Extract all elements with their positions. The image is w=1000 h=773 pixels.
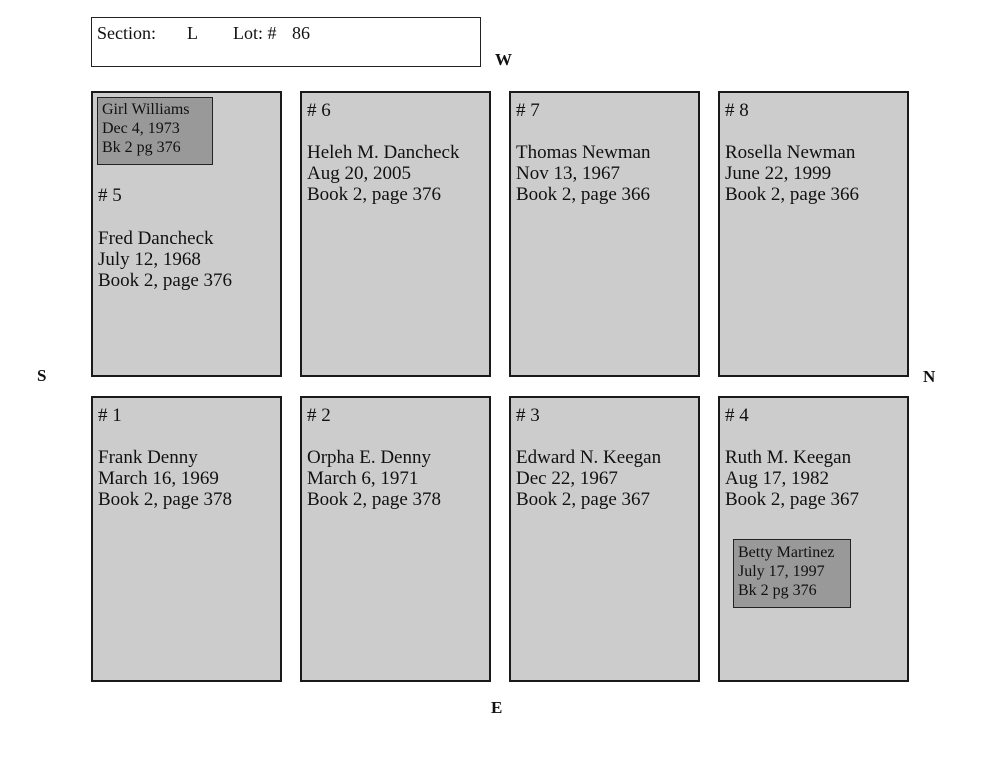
plot-number: # 2 — [307, 405, 331, 426]
plot-book: Book 2, page 366 — [725, 184, 860, 205]
plot-6: # 6 Heleh M. Dancheck Aug 20, 2005 Book … — [300, 91, 491, 377]
inset-date: July 17, 1997 — [738, 563, 825, 580]
plot-number: # 4 — [725, 405, 749, 426]
plot-book: Book 2, page 367 — [516, 489, 651, 510]
lot-value: 86 — [292, 23, 310, 43]
plot-date: Aug 20, 2005 — [307, 163, 411, 184]
plot-number: # 1 — [98, 405, 122, 426]
plot-book: Book 2, page 376 — [307, 184, 442, 205]
plot-8: # 8 Rosella Newman June 22, 1999 Book 2,… — [718, 91, 909, 377]
plot-date: March 16, 1969 — [98, 468, 219, 489]
compass-west: W — [495, 50, 512, 69]
compass-east: E — [491, 698, 503, 717]
inset-girl-williams: Girl Williams Dec 4, 1973 Bk 2 pg 376 — [97, 97, 213, 165]
plot-number: # 6 — [307, 100, 331, 121]
lot-label: Lot: # — [233, 23, 277, 43]
inset-date: Dec 4, 1973 — [102, 120, 180, 137]
plot-1: # 1 Frank Denny March 16, 1969 Book 2, p… — [91, 396, 282, 682]
plot-date: Dec 22, 1967 — [516, 468, 618, 489]
plot-book: Book 2, page 376 — [98, 270, 233, 291]
plot-book: Book 2, page 378 — [98, 489, 233, 510]
plot-date: Aug 17, 1982 — [725, 468, 829, 489]
plot-date: July 12, 1968 — [98, 249, 201, 270]
plot-name: Rosella Newman — [725, 142, 856, 163]
inset-name: Betty Martinez — [738, 544, 835, 561]
plot-number: # 5 — [98, 185, 122, 206]
inset-book: Bk 2 pg 376 — [102, 139, 181, 156]
plot-date: March 6, 1971 — [307, 468, 419, 489]
plot-book: Book 2, page 366 — [516, 184, 651, 205]
plot-name: Thomas Newman — [516, 142, 651, 163]
compass-south: S — [37, 366, 47, 385]
plot-3: # 3 Edward N. Keegan Dec 22, 1967 Book 2… — [509, 396, 700, 682]
plot-name: Ruth M. Keegan — [725, 447, 852, 468]
plot-5: Girl Williams Dec 4, 1973 Bk 2 pg 376 # … — [91, 91, 282, 377]
inset-betty-martinez: Betty Martinez July 17, 1997 Bk 2 pg 376 — [733, 539, 851, 608]
plot-number: # 3 — [516, 405, 540, 426]
section-value: L — [187, 23, 198, 43]
section-label: Section: — [97, 23, 156, 43]
plot-name: Fred Dancheck — [98, 228, 214, 249]
plot-4: # 4 Ruth M. Keegan Aug 17, 1982 Book 2, … — [718, 396, 909, 682]
inset-book: Bk 2 pg 376 — [738, 582, 817, 599]
inset-name: Girl Williams — [102, 101, 190, 118]
plot-name: Orpha E. Denny — [307, 447, 431, 468]
plot-date: Nov 13, 1967 — [516, 163, 620, 184]
plot-7: # 7 Thomas Newman Nov 13, 1967 Book 2, p… — [509, 91, 700, 377]
lot-header: Section: L Lot: # 86 — [91, 17, 481, 67]
compass-north: N — [923, 367, 936, 386]
plot-name: Frank Denny — [98, 447, 198, 468]
plot-book: Book 2, page 378 — [307, 489, 442, 510]
plot-date: June 22, 1999 — [725, 163, 832, 184]
plot-number: # 8 — [725, 100, 749, 121]
plot-name: Edward N. Keegan — [516, 447, 662, 468]
plot-2: # 2 Orpha E. Denny March 6, 1971 Book 2,… — [300, 396, 491, 682]
plot-book: Book 2, page 367 — [725, 489, 860, 510]
plot-name: Heleh M. Dancheck — [307, 142, 460, 163]
plot-number: # 7 — [516, 100, 540, 121]
